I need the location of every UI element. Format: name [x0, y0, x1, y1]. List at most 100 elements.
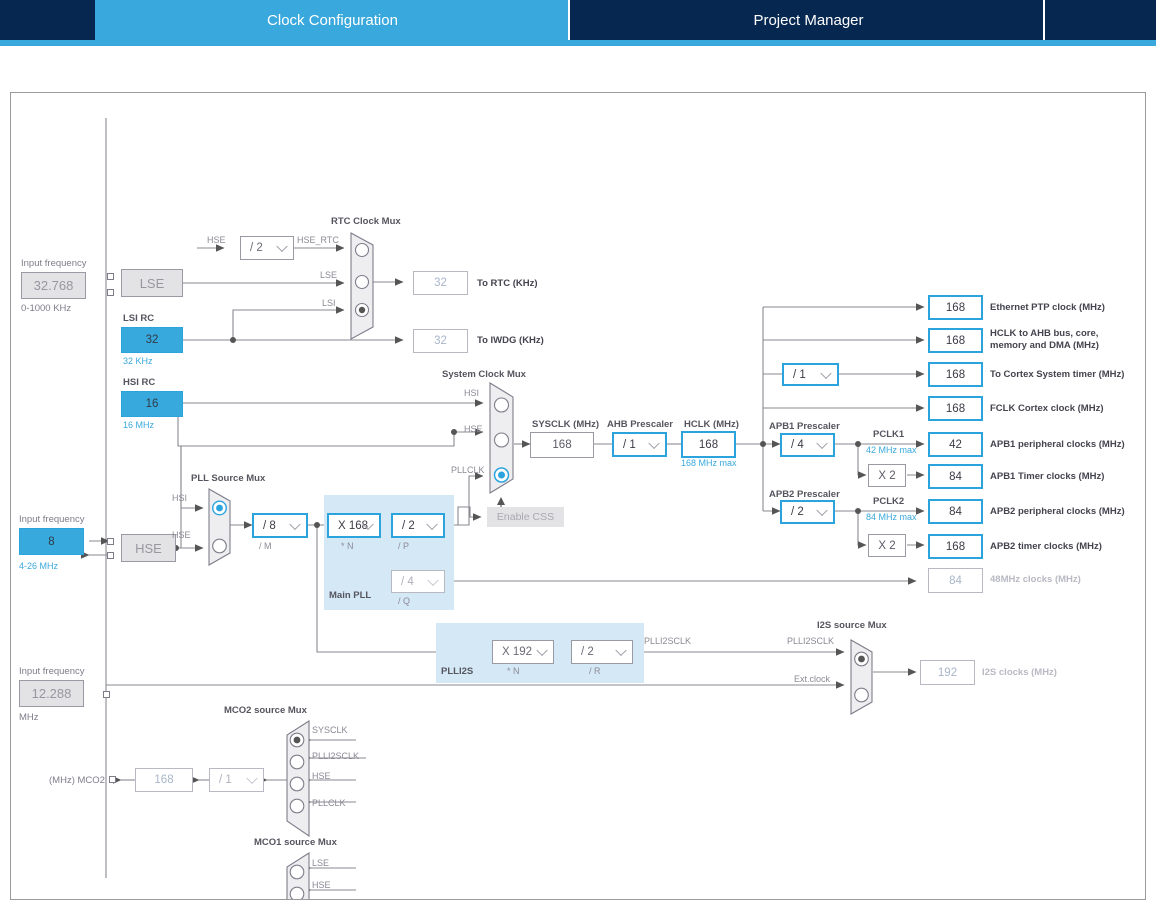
- i2s-ext-pin[interactable]: [103, 691, 110, 698]
- lsi-rc-unit: 32 KHz: [123, 356, 153, 366]
- pll-q-divider[interactable]: / 4: [391, 570, 445, 593]
- pll-source-mux[interactable]: [207, 487, 235, 567]
- pll-q-label: / Q: [398, 596, 411, 606]
- ahb-prescaler-value: / 1: [623, 438, 636, 451]
- to-iwdg-label: To IWDG (KHz): [477, 335, 544, 346]
- pll-n-label: * N: [341, 541, 354, 551]
- hclk-label: HCLK (MHz): [684, 419, 739, 430]
- hse-pin-bottom[interactable]: [107, 552, 114, 559]
- pclk1-label: PCLK1: [873, 429, 905, 440]
- plli2s-n-label: * N: [507, 666, 520, 676]
- cortex-system-timer-label: To Cortex System timer (MHz): [990, 369, 1125, 380]
- ethernet-ptp-clock-value[interactable]: 168: [928, 295, 983, 320]
- rtc-lsi-label: LSI: [322, 298, 336, 308]
- rtc-clock-mux[interactable]: [349, 231, 379, 341]
- to-rtc-value: 32: [413, 271, 468, 295]
- rtc-hse-divider-value: / 2: [250, 242, 263, 254]
- chevron-down-icon: [648, 437, 660, 449]
- chevron-down-icon: [246, 772, 258, 785]
- cortex-system-timer-value[interactable]: 168: [928, 362, 983, 387]
- system-clock-mux-input-hsi: HSI: [464, 388, 480, 398]
- cortex-system-timer-prescaler-value: / 1: [793, 368, 806, 381]
- hse-pin-top[interactable]: [107, 538, 114, 545]
- hse-block[interactable]: HSE: [121, 534, 176, 562]
- tab-project-manager[interactable]: Project Manager: [572, 0, 1045, 40]
- clk48-value: 84: [928, 568, 983, 593]
- hclk-ahb-bus-value[interactable]: 168: [928, 328, 983, 353]
- plli2s-n-multiplier[interactable]: X 192: [492, 640, 554, 664]
- tab-project-manager-label: Project Manager: [753, 11, 864, 29]
- i2s-input-frequency-field[interactable]: 12.288: [19, 680, 84, 707]
- hclk-value[interactable]: 168: [681, 431, 736, 458]
- apb1-prescaler-label: APB1 Prescaler: [769, 421, 840, 432]
- cortex-system-timer-prescaler[interactable]: / 1: [782, 363, 839, 386]
- mco1-input-hse: HSE: [312, 880, 331, 890]
- lse-input-frequency-caption: Input frequency: [21, 258, 87, 269]
- lsi-rc-title: LSI RC: [123, 313, 155, 324]
- ahb-prescaler-select[interactable]: / 1: [612, 432, 667, 457]
- lse-pin-bottom[interactable]: [107, 289, 114, 296]
- hse-input-frequency-field[interactable]: 8: [19, 528, 84, 555]
- pclk1-max: 42 MHz max: [866, 445, 917, 455]
- apb2-prescaler-select[interactable]: / 2: [780, 500, 835, 524]
- pll-n-multiplier[interactable]: X 168: [327, 513, 381, 538]
- system-clock-mux[interactable]: [488, 381, 518, 496]
- rtc-lse-label: LSE: [320, 270, 338, 280]
- mco2-pin[interactable]: [109, 776, 116, 783]
- to-rtc-label: To RTC (KHz): [477, 278, 538, 289]
- apb2-prescaler-label: APB2 Prescaler: [769, 489, 840, 500]
- pll-m-divider[interactable]: / 8: [252, 513, 308, 538]
- apb1-peripheral-clocks-label: APB1 peripheral clocks (MHz): [990, 439, 1125, 450]
- pclk2-max: 84 MHz max: [866, 512, 917, 522]
- rtc-hse-label: HSE: [207, 235, 226, 245]
- chevron-down-icon: [816, 504, 828, 517]
- lse-pin-top[interactable]: [107, 273, 114, 280]
- tab-clock-configuration[interactable]: Clock Configuration: [95, 0, 570, 40]
- plli2s-r-value: / 2: [581, 646, 594, 658]
- tab-clock-configuration-label: Clock Configuration: [267, 11, 398, 29]
- mco2-output-value: 168: [135, 768, 193, 792]
- main-pll-title: Main PLL: [329, 590, 372, 601]
- mco2-divider[interactable]: / 1: [209, 768, 264, 792]
- chevron-down-icon: [289, 518, 301, 530]
- system-clock-mux-input-pllclk: PLLCLK: [451, 465, 485, 475]
- enable-css-button[interactable]: Enable CSS: [487, 507, 564, 527]
- pll-p-divider[interactable]: / 2: [391, 513, 445, 538]
- i2s-source-mux-input-extclock: Ext.clock: [794, 674, 831, 684]
- system-clock-mux-input-hse: HSE: [464, 424, 483, 434]
- clock-tree-canvas[interactable]: Input frequency 32.768 0-1000 KHz LSE LS…: [10, 92, 1146, 900]
- i2s-source-mux-input-plli2sclk: PLLI2SCLK: [787, 636, 835, 646]
- apb1-timer-clocks-value[interactable]: 84: [928, 464, 983, 489]
- apb1-peripheral-clocks-value[interactable]: 42: [928, 432, 983, 457]
- mco1-source-mux[interactable]: [281, 851, 311, 900]
- apb1-timer-clocks-label: APB1 Timer clocks (MHz): [990, 471, 1105, 482]
- hsi-rc-unit: 16 MHz: [123, 420, 155, 430]
- fclk-cortex-clock-label: FCLK Cortex clock (MHz): [990, 403, 1104, 414]
- pll-source-mux-input-hse: HSE: [172, 530, 191, 540]
- pclk2-label: PCLK2: [873, 496, 905, 507]
- chevron-down-icon: [820, 367, 832, 379]
- lse-block[interactable]: LSE: [121, 269, 183, 297]
- i2s-source-mux-title: I2S source Mux: [817, 620, 887, 631]
- plli2s-r-label: / R: [589, 666, 601, 676]
- mco1-input-lse: LSE: [312, 858, 330, 868]
- apb2-timer-clocks-label: APB2 timer clocks (MHz): [990, 541, 1102, 552]
- hsi-rc-title: HSI RC: [123, 377, 156, 388]
- apb2-prescaler-value: / 2: [791, 506, 804, 518]
- lse-input-frequency-field[interactable]: 32.768: [21, 272, 86, 299]
- mco2-source-mux[interactable]: [281, 719, 311, 839]
- sysclk-value: 168: [530, 432, 594, 458]
- tab-divider: [1043, 0, 1045, 40]
- apb2-timer-clocks-value[interactable]: 168: [928, 534, 983, 559]
- tab-divider: [568, 0, 570, 40]
- apb2-peripheral-clocks-value[interactable]: 84: [928, 499, 983, 524]
- clk48-label: 48MHz clocks (MHz): [990, 574, 1081, 585]
- pll-q-value: / 4: [401, 575, 414, 588]
- apb1-prescaler-select[interactable]: / 4: [780, 433, 835, 457]
- plli2s-r-divider[interactable]: / 2: [571, 640, 633, 664]
- pll-m-label: / M: [259, 541, 272, 551]
- i2s-source-mux[interactable]: [849, 638, 877, 716]
- rtc-hse-divider[interactable]: / 2: [240, 236, 294, 260]
- plli2sclk-wire-label: PLLI2SCLK: [644, 636, 692, 646]
- fclk-cortex-clock-value[interactable]: 168: [928, 396, 983, 421]
